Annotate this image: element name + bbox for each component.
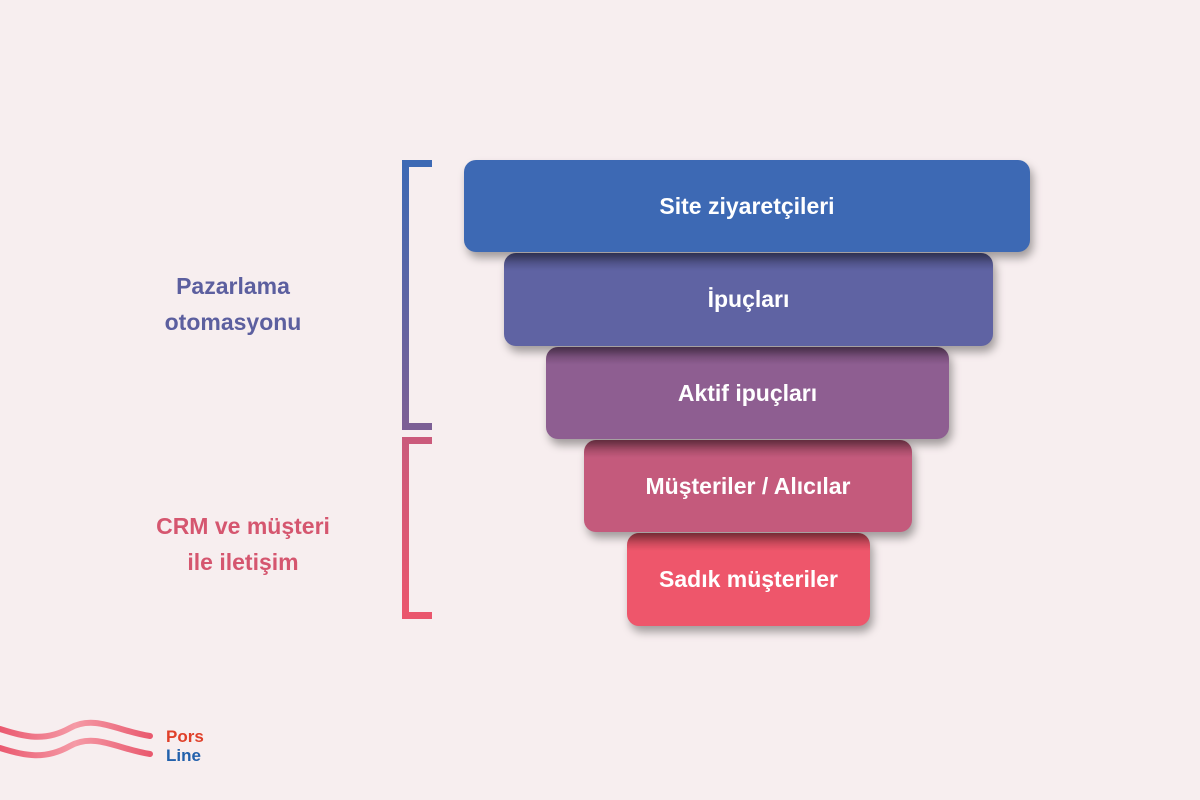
group-label-marketing-automation: Pazarlama otomasyonu	[120, 268, 346, 340]
funnel-stage-site-visitors: Site ziyaretçileri	[464, 160, 1030, 252]
logo-text-line: Line	[166, 746, 201, 765]
funnel-stage-leads: İpuçları	[504, 253, 993, 346]
stage-label: Müşteriler / Alıcılar	[645, 472, 851, 499]
stage-top-shade	[627, 533, 870, 551]
group-label-line2: ile iletişim	[187, 549, 299, 575]
stage-label: Aktif ipuçları	[677, 379, 818, 406]
logo-text-pors: Pors	[166, 727, 204, 746]
wave-icon	[0, 719, 153, 759]
marketing-automation-bracket	[402, 160, 432, 430]
stage-label: Sadık müşteriler	[659, 566, 838, 592]
stage-top-shade	[504, 253, 993, 271]
funnel-stage-loyal-customers: Sadık müşteriler	[627, 533, 870, 626]
stage-top-shade	[546, 347, 949, 365]
stage-label: İpuçları	[707, 286, 790, 312]
stage-top-shade	[584, 440, 912, 458]
funnel-stage-active-leads: Aktif ipuçları	[546, 347, 949, 439]
funnel-stage-customers-buyers: Müşteriler / Alıcılar	[584, 440, 912, 532]
group-label-line2: otomasyonu	[164, 309, 302, 335]
porsline-logo: Pors Line	[0, 712, 220, 772]
group-label-line1: CRM ve müşteri	[156, 513, 330, 539]
group-label-crm: CRM ve müşteri ile iletişim	[120, 508, 366, 580]
stage-label: Site ziyaretçileri	[659, 192, 835, 219]
crm-bracket	[402, 437, 432, 619]
group-label-line1: Pazarlama	[176, 273, 290, 299]
